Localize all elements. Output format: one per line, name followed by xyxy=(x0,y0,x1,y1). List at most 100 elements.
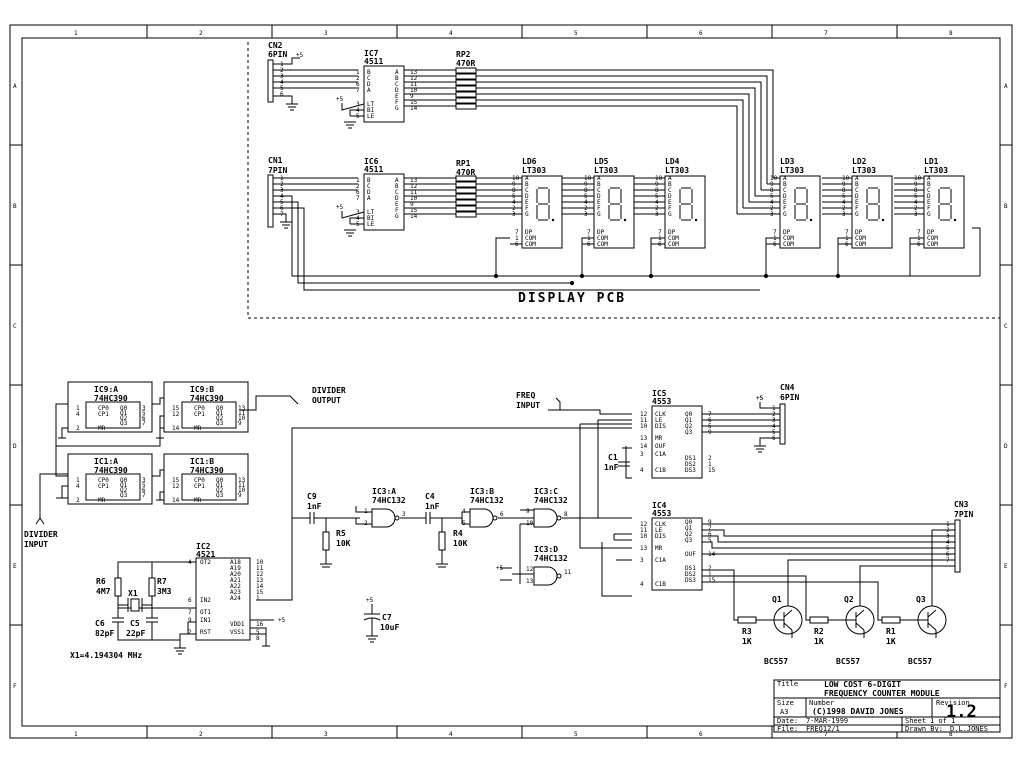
grid-column-label: 8 xyxy=(949,731,953,738)
svg-text:C6: C6 xyxy=(95,619,105,628)
svg-text:E: E xyxy=(668,199,672,206)
svg-text:4: 4 xyxy=(76,411,80,418)
svg-text:IC1:A: IC1:A xyxy=(94,457,118,466)
svg-text:15: 15 xyxy=(708,467,716,474)
grid-row-label: B xyxy=(13,203,17,210)
svg-text:CP1: CP1 xyxy=(98,483,109,490)
svg-text:OUF: OUF xyxy=(685,551,696,558)
grid-column-label: 5 xyxy=(574,30,578,37)
svg-text:5: 5 xyxy=(256,629,260,636)
svg-text:F: F xyxy=(597,205,601,212)
title-block: Title LOW COST 6-DIGIT FREQUENCY COUNTER… xyxy=(773,679,1001,733)
connector-pin: 6 xyxy=(946,551,950,558)
svg-text:4: 4 xyxy=(640,467,644,474)
svg-text:CN4: CN4 xyxy=(780,383,795,392)
svg-text:(C)1998 DAVID JONES: (C)1998 DAVID JONES xyxy=(812,707,904,716)
grid-column-label: 1 xyxy=(74,731,78,738)
connector-pin: 4 xyxy=(946,539,950,546)
svg-text:COM: COM xyxy=(597,235,608,242)
svg-text:5: 5 xyxy=(142,482,146,489)
svg-text:11: 11 xyxy=(410,81,418,88)
svg-text:4: 4 xyxy=(640,581,644,588)
connector-pin: 1 xyxy=(946,521,950,528)
svg-text:C: C xyxy=(668,187,672,194)
svg-text:4553: 4553 xyxy=(652,397,671,406)
divider-input-label-1: DIVIDER xyxy=(24,530,58,539)
grid-column-label: 3 xyxy=(324,30,328,37)
svg-text:1K: 1K xyxy=(886,637,896,646)
svg-text:D: D xyxy=(927,193,931,200)
svg-text:IC1:B: IC1:B xyxy=(190,457,214,466)
svg-text:1: 1 xyxy=(76,405,80,412)
grid-column-label: 2 xyxy=(199,731,203,738)
svg-text:15: 15 xyxy=(172,405,180,412)
svg-text:4: 4 xyxy=(770,199,774,206)
gate-chain-wiring xyxy=(292,397,632,597)
svg-text:OT1: OT1 xyxy=(200,609,211,616)
svg-text:A3: A3 xyxy=(780,708,788,716)
svg-text:12: 12 xyxy=(410,183,418,190)
svg-text:7: 7 xyxy=(142,492,146,499)
display-part: LT303 xyxy=(924,166,948,175)
svg-text:1: 1 xyxy=(845,235,849,242)
svg-text:5: 5 xyxy=(142,410,146,417)
svg-text:A22: A22 xyxy=(230,583,241,590)
svg-text:3: 3 xyxy=(402,511,406,518)
connector-pin: 6 xyxy=(772,435,776,442)
svg-text:7: 7 xyxy=(708,525,712,532)
oscillator-wiring xyxy=(112,427,632,655)
svg-text:3: 3 xyxy=(770,211,774,218)
svg-text:9: 9 xyxy=(410,201,414,208)
svg-text:3: 3 xyxy=(512,211,516,218)
svg-text:B: B xyxy=(367,177,371,184)
svg-text:G: G xyxy=(525,211,529,218)
svg-text:BI: BI xyxy=(367,215,375,222)
svg-text:File:: File: xyxy=(777,725,798,733)
svg-text:12: 12 xyxy=(410,75,418,82)
svg-text:13: 13 xyxy=(256,577,264,584)
svg-text:5: 5 xyxy=(708,537,712,544)
svg-text:7PIN: 7PIN xyxy=(268,166,287,175)
svg-text:1 of 1: 1 of 1 xyxy=(930,717,955,725)
svg-text:C: C xyxy=(855,187,859,194)
svg-text:BC557: BC557 xyxy=(908,657,932,666)
svg-text:IC9:B: IC9:B xyxy=(190,385,214,394)
freq-input-label-1: FREQ xyxy=(516,391,535,400)
svg-text:8: 8 xyxy=(584,187,588,194)
svg-text:Q3: Q3 xyxy=(685,429,693,436)
svg-text:74HC390: 74HC390 xyxy=(94,466,128,475)
svg-text:+5: +5 xyxy=(296,52,304,59)
svg-text:CN3: CN3 xyxy=(954,500,969,509)
svg-text:1: 1 xyxy=(515,235,519,242)
connector-pin: 1 xyxy=(772,405,776,412)
svg-text:9: 9 xyxy=(914,181,918,188)
connector-pin: 6 xyxy=(280,91,284,98)
svg-text:Date:: Date: xyxy=(777,717,798,725)
svg-text:14: 14 xyxy=(410,213,418,220)
svg-text:6: 6 xyxy=(587,241,591,248)
resistor-pack-rp2: RP2 470R xyxy=(455,50,477,110)
svg-text:C: C xyxy=(927,187,931,194)
display-ref: LD3 xyxy=(780,157,795,166)
title-line-1: LOW COST 6-DIGIT xyxy=(824,680,901,689)
svg-text:13: 13 xyxy=(238,405,246,412)
svg-text:C: C xyxy=(783,187,787,194)
svg-text:MR: MR xyxy=(655,435,663,442)
svg-text:B: B xyxy=(525,181,529,188)
svg-text:C: C xyxy=(597,187,601,194)
svg-text:1: 1 xyxy=(917,235,921,242)
svg-text:1: 1 xyxy=(708,571,712,578)
svg-text:DP: DP xyxy=(597,229,605,236)
svg-text:1nF: 1nF xyxy=(425,502,440,511)
svg-text:Q0: Q0 xyxy=(685,411,693,418)
svg-text:Title: Title xyxy=(777,680,798,688)
